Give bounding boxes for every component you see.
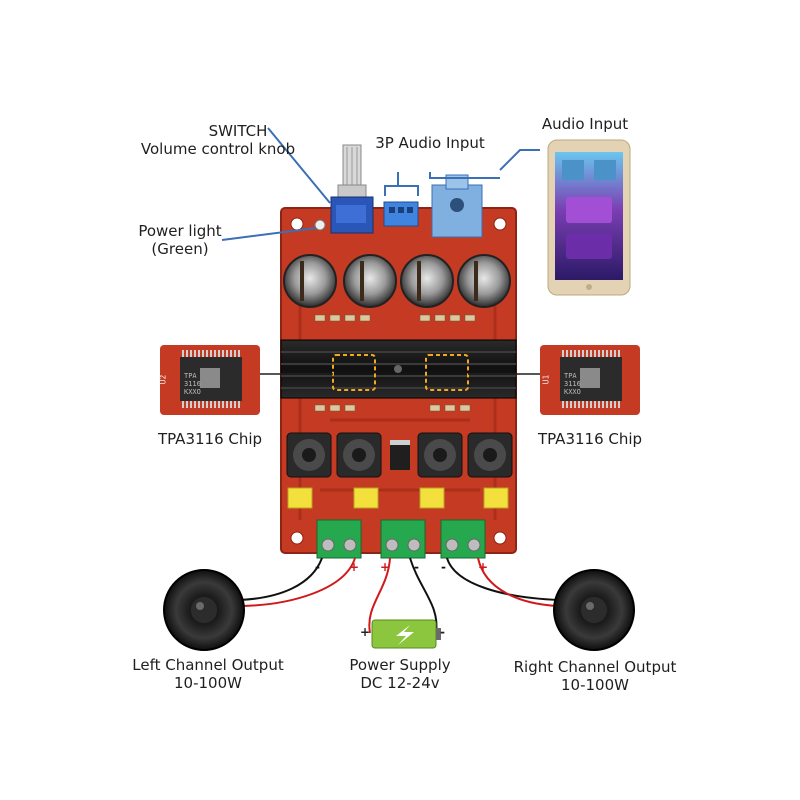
chip-left-id: U2 [158,374,168,385]
chip-right-id: U1 [541,374,551,385]
supply-minus-mark: - [414,560,419,574]
chip-zoom-right [540,345,640,415]
speaker-right [553,569,635,651]
power-light-label: Power light (Green) [130,222,230,258]
right-output-text: Right Channel Output [513,658,677,676]
right-output-label: Right Channel Output 10-100W [500,658,690,694]
power-supply-text: Power Supply [349,656,451,674]
chip-right-marking: TPA 3116 KXXO [564,372,581,396]
heatsink [280,339,517,399]
volume-knob [330,144,374,234]
right-plus-mark: + [478,560,489,574]
switch-label: SWITCH Volume control knob [118,122,318,158]
chip-left-marking: TPA 3116 KXXO [184,372,201,396]
power-light-color-text: (Green) [151,240,209,258]
audio-3p-label: 3P Audio Input [375,134,485,152]
speaker-left [163,569,245,651]
power-voltage-text: DC 12-24v [360,674,440,692]
chip-left-label: TPA3116 Chip [157,430,263,448]
left-output-text: Left Channel Output [132,656,284,674]
left-plus-mark: + [349,560,360,574]
power-supply-label: Power Supply DC 12-24v [330,656,470,692]
volume-knob-text: Volume control knob [140,140,296,158]
switch-text: SWITCH [208,122,268,140]
power-led [314,219,326,231]
battery-plus-mark: + [360,625,371,639]
chip-right-label: TPA3116 Chip [537,430,643,448]
audio-jack [431,174,483,238]
battery-minus-mark: - [440,625,445,639]
capacitors [283,254,511,308]
audio-input-label: Audio Input [541,115,629,133]
battery [371,619,441,649]
power-light-text: Power light [138,222,222,240]
left-power-text: 10-100W [174,674,242,692]
left-output-label: Left Channel Output 10-100W [118,656,298,692]
right-power-text: 10-100W [561,676,629,694]
terminal-blocks [316,519,486,559]
chip-zoom-left [160,345,260,415]
supply-plus-mark: + [380,560,391,574]
phone [547,139,631,296]
left-minus-mark: - [315,560,320,574]
right-minus-mark: - [441,560,446,574]
inductors [286,432,513,478]
connector-3p [383,201,419,227]
